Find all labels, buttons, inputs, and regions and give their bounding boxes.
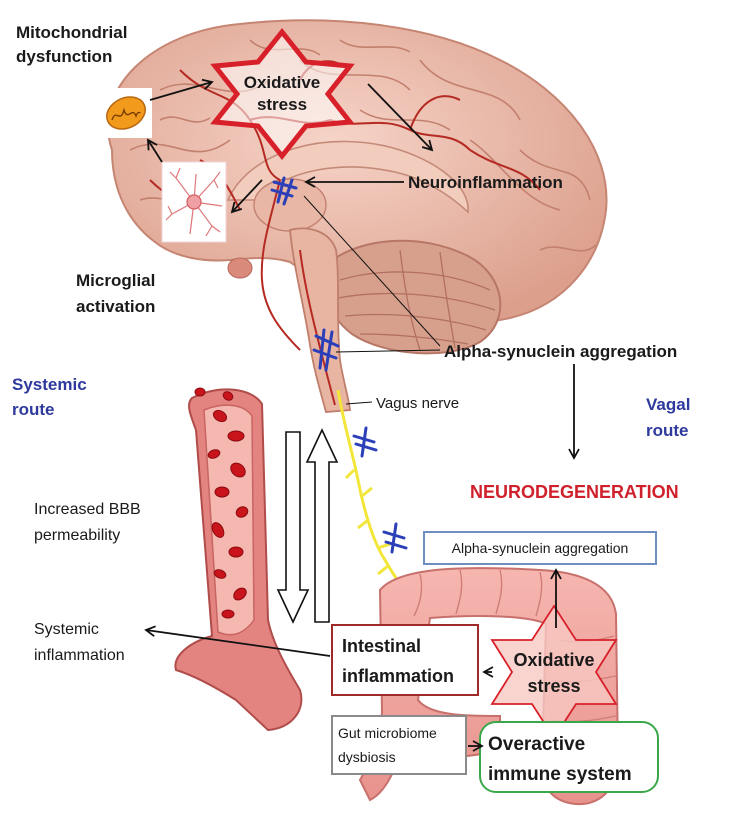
systemic-route-line2: route [12, 400, 55, 419]
systemic-route-line1: Systemic [12, 375, 87, 394]
blood-cells [194, 387, 249, 619]
intestinal-inflammation-line2: inflammation [342, 666, 454, 686]
gut-microbiome-box: Gut microbiome dysbiosis [331, 715, 467, 775]
blood-vessel-illustration [174, 387, 303, 732]
gut-microbiome-line2: dysbiosis [338, 749, 396, 765]
microglia-cell-icon [161, 161, 227, 243]
blood-vessel-lumen [203, 404, 255, 636]
microglial-activation-line2: activation [76, 297, 155, 316]
brain-arrows [147, 78, 580, 460]
overactive-immune-box: Overactive immune system [479, 721, 659, 793]
intestinal-inflammation-box: Intestinal inflammation [331, 624, 479, 696]
increased-bbb-line1: Increased BBB [34, 501, 141, 518]
brainstem [289, 227, 352, 413]
mitochondrial-dysfunction-line2: dysfunction [16, 47, 112, 66]
oxidative-stress-star-gut: Oxidative stress [490, 604, 618, 740]
synuclein-marker-icon [270, 176, 340, 372]
pituitary [227, 257, 253, 279]
mitochondrial-dysfunction-line1: Mitochondrial [16, 23, 127, 42]
vagus-nerve-pointer [345, 401, 373, 405]
oxidative-stress-star-brain: Oxidative stress [210, 27, 355, 161]
microglial-activation-line1: Microglial [76, 271, 155, 290]
bbb-transport-arrows [276, 428, 339, 624]
oxidative-stress-gut-line2: stress [527, 676, 580, 696]
systemic-inflammation-line2: inflammation [34, 647, 125, 664]
gut-microbiome-line1: Gut microbiome [338, 725, 437, 741]
oxidative-stress-brain-line1: Oxidative [244, 73, 321, 92]
overactive-immune-line2: immune system [488, 764, 632, 785]
cerebellum-folds [337, 249, 496, 351]
neuroinflammation-label: Neuroinflammation [408, 173, 563, 192]
brainstem-vessel [299, 249, 336, 406]
vagus-nerve [336, 389, 416, 603]
corpus-callosum [226, 140, 469, 214]
vagal-route-line2: route [646, 421, 689, 440]
vagal-route-line1: Vagal [646, 395, 690, 414]
intestinal-inflammation-line1: Intestinal [342, 636, 421, 656]
alpha-synuclein-gut-box: Alpha-synuclein aggregation [423, 531, 657, 565]
oxidative-stress-gut-line1: Oxidative [513, 650, 594, 670]
mitochondrion-icon [100, 88, 152, 138]
increased-bbb-line2: permeability [34, 527, 120, 544]
neurodegeneration-label: NEURODEGENERATION [470, 482, 679, 502]
gut-arrows [144, 568, 562, 752]
overactive-immune-line1: Overactive [488, 734, 585, 755]
systemic-inflammation-line1: Systemic [34, 621, 99, 638]
alpha-synuclein-gut-label: Alpha-synuclein aggregation [452, 540, 629, 556]
cerebellum [323, 239, 502, 355]
vagus-nerve-label: Vagus nerve [376, 395, 459, 412]
oxidative-stress-brain-line2: stress [257, 95, 307, 114]
alpha-synuclein-brain-label: Alpha-synuclein aggregation [444, 342, 677, 361]
